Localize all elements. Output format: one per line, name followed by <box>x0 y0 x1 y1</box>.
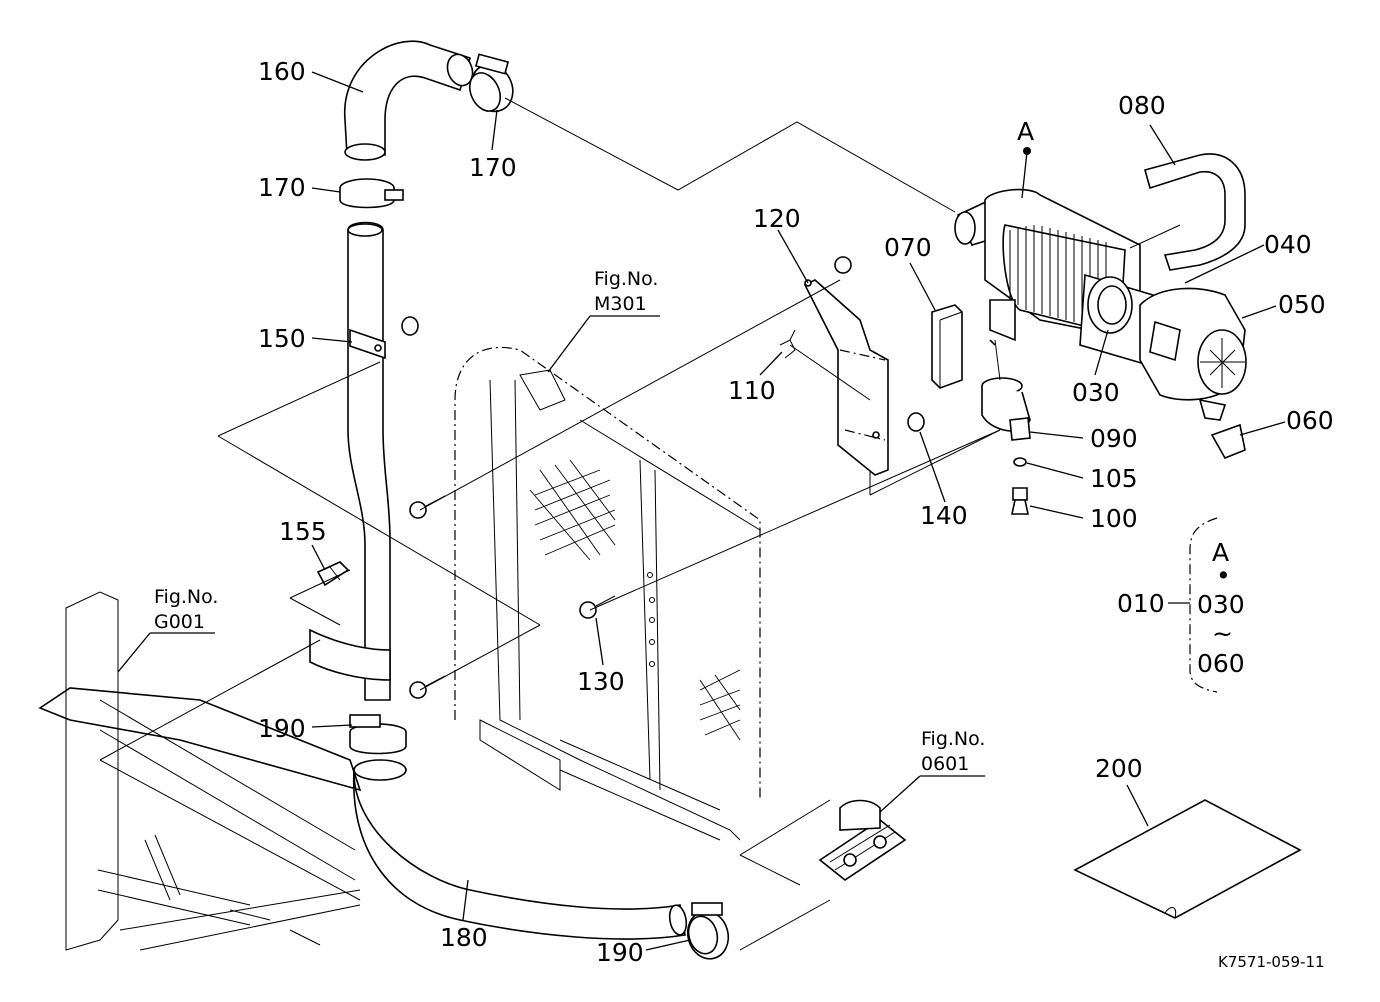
label-180: 180 <box>440 923 488 952</box>
label-030: 030 <box>1072 378 1120 407</box>
figure-references: Fig.No. M301 Fig.No. G001 Fig.No. 0601 <box>154 268 985 775</box>
assembly-note-letter: A <box>1212 538 1229 567</box>
assembly-note-bullet: • <box>1216 561 1231 590</box>
pipe-band <box>309 561 391 681</box>
band-080 <box>1144 153 1246 271</box>
label-200: 200 <box>1095 754 1143 783</box>
label-120: 120 <box>753 204 801 233</box>
fig-ref-m301-line1: Fig.No. <box>594 268 658 290</box>
label-105: 105 <box>1090 464 1138 493</box>
label-050: 050 <box>1278 290 1326 319</box>
label-190-upper: 190 <box>258 714 306 743</box>
radiator-mesh <box>529 459 741 741</box>
hose-lower <box>352 759 688 940</box>
intake-pipe <box>347 221 419 701</box>
clamp-upper-horizontal <box>339 178 404 209</box>
manual-200 <box>1073 799 1302 919</box>
inlet-090 <box>981 377 1031 441</box>
bracket-120 <box>803 256 1001 496</box>
assembly-note-to: 060 <box>1197 649 1245 678</box>
pad-070 <box>931 304 963 389</box>
clamp-lower-horizontal <box>349 714 407 755</box>
label-marker-a: A <box>1017 117 1034 146</box>
hose-upper <box>344 40 474 161</box>
label-170-left: 170 <box>258 173 306 202</box>
label-100: 100 <box>1090 504 1138 533</box>
label-155: 155 <box>279 517 327 546</box>
label-080: 080 <box>1118 91 1166 120</box>
reference-lines <box>99 97 1181 951</box>
assembly-note-tilde: ~ <box>1212 619 1233 648</box>
part-labels: 160 170 170 150 155 190 180 190 130 110 … <box>258 57 1334 967</box>
assembly-note-from: 030 <box>1197 590 1245 619</box>
fig-ref-0601-line2: 0601 <box>921 753 969 775</box>
label-010: 010 <box>1117 589 1165 618</box>
bolts <box>409 495 616 699</box>
label-070: 070 <box>884 233 932 262</box>
fig-ref-m301-line2: M301 <box>594 293 647 315</box>
clamp-lower-vertical <box>686 902 730 960</box>
valve-060 <box>1198 398 1246 460</box>
label-110: 110 <box>728 376 776 405</box>
muffler-reference <box>818 799 907 881</box>
label-090: 090 <box>1090 424 1138 453</box>
fig-ref-0601-line1: Fig.No. <box>921 728 985 750</box>
label-060: 060 <box>1286 406 1334 435</box>
label-140: 140 <box>920 501 968 530</box>
cover-050 <box>1139 287 1247 401</box>
assembly-bracket <box>1189 517 1218 693</box>
label-160: 160 <box>258 57 306 86</box>
fig-ref-g001-line1: Fig.No. <box>154 586 218 608</box>
assembly-note: A • 030 ~ 060 <box>1197 538 1245 678</box>
label-150: 150 <box>258 324 306 353</box>
radiator-shroud <box>454 346 761 841</box>
label-040: 040 <box>1264 230 1312 259</box>
label-130: 130 <box>577 667 625 696</box>
fig-ref-g001-line2: G001 <box>154 611 205 633</box>
frame-assembly <box>38 591 362 951</box>
sensor-105-100 <box>1011 457 1029 515</box>
clamp-upper-vertical <box>468 53 514 113</box>
drawing-code: K7571-059-11 <box>1218 953 1325 971</box>
wire-110 <box>779 329 796 359</box>
label-170-upper: 170 <box>469 153 517 182</box>
leader-lines <box>117 71 1286 951</box>
label-190-lower: 190 <box>596 938 644 967</box>
